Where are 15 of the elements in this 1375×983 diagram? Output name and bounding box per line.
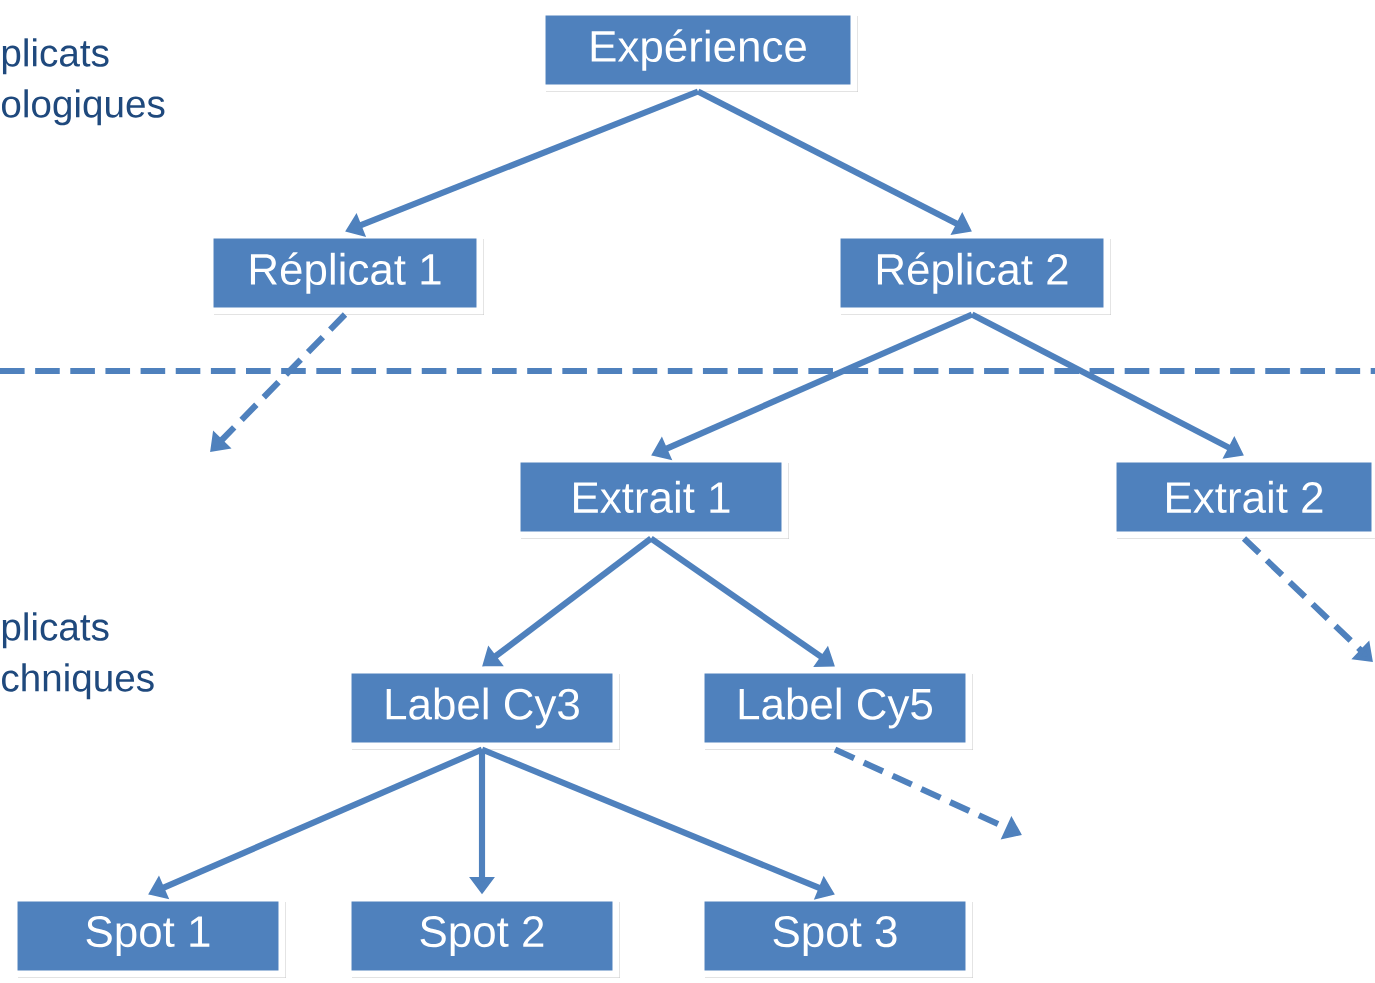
process-box: Spot 1: [10, 894, 286, 978]
process-box: Extrait 2: [1109, 455, 1375, 539]
process-box: Spot 2: [344, 894, 620, 978]
side-label: plicats ologiques: [2, 38, 165, 126]
process-box: Spot 3: [697, 894, 973, 978]
process-box: Expérience: [538, 8, 858, 92]
process-box: Extrait 1: [513, 455, 789, 539]
process-box: Label Cy5: [697, 666, 973, 750]
process-box: Réplicat 1: [206, 231, 484, 315]
process-box: Réplicat 2: [833, 231, 1111, 315]
arrow: [1241, 536, 1373, 662]
process-box: Label Cy3: [344, 666, 620, 750]
arrow: [482, 536, 653, 667]
arrow: [210, 312, 348, 452]
side-label: plicats chniques: [2, 612, 154, 700]
